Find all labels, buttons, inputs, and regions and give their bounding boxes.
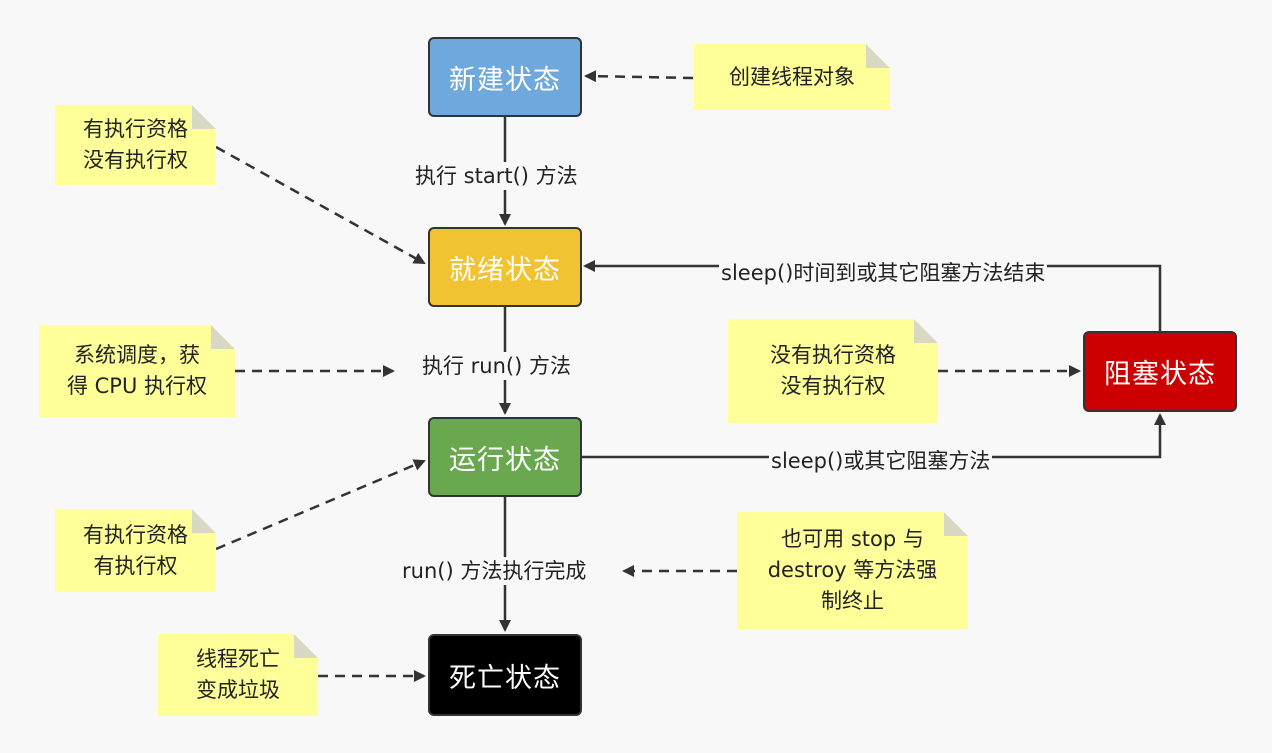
note-cpu-schedule-text: 系统调度，获 得 CPU 执行权 — [66, 343, 208, 398]
note-ready-rights-text: 有执行资格 没有执行权 — [83, 117, 188, 172]
note-cpu-schedule: 系统调度，获 得 CPU 执行权 — [39, 325, 235, 417]
edge-label-run: 执行 run() 方法 — [420, 352, 573, 380]
state-running: 运行状态 — [428, 417, 582, 497]
state-ready: 就绪状态 — [428, 227, 582, 307]
state-dead: 死亡状态 — [428, 634, 582, 716]
note-create-thread-text: 创建线程对象 — [729, 64, 855, 89]
edge-label-start: 执行 start() 方法 — [413, 162, 580, 190]
edge-label-sleep-end: sleep()时间到或其它阻塞方法结束 — [719, 259, 1048, 287]
note-running-rights: 有执行资格 有执行权 — [55, 509, 216, 592]
state-blocked: 阻塞状态 — [1083, 331, 1237, 412]
note-blocked-rights: 没有执行资格 没有执行权 — [728, 319, 938, 423]
note-ready-rights: 有执行资格 没有执行权 — [55, 105, 216, 185]
note-dead-info-text: 线程死亡 变成垃圾 — [196, 647, 280, 702]
state-new: 新建状态 — [428, 37, 582, 117]
note-dead-info: 线程死亡 变成垃圾 — [158, 634, 318, 716]
note-blocked-rights-text: 没有执行资格 没有执行权 — [770, 343, 896, 398]
note-stop-destroy-text: 也可用 stop 与 destroy 等方法强 制终止 — [767, 527, 938, 613]
note-running-rights-text: 有执行资格 有执行权 — [83, 522, 188, 578]
edge-label-sleep: sleep()或其它阻塞方法 — [769, 447, 993, 475]
dash-ready-rights-to-ready — [215, 145, 426, 265]
note-stop-destroy: 也可用 stop 与 destroy 等方法强 制终止 — [737, 512, 968, 629]
dash-running-rights-to-running — [215, 459, 426, 551]
note-create-thread: 创建线程对象 — [694, 44, 890, 110]
dash-create-to-new — [584, 70, 694, 83]
edge-label-run-done: run() 方法执行完成 — [400, 557, 589, 585]
